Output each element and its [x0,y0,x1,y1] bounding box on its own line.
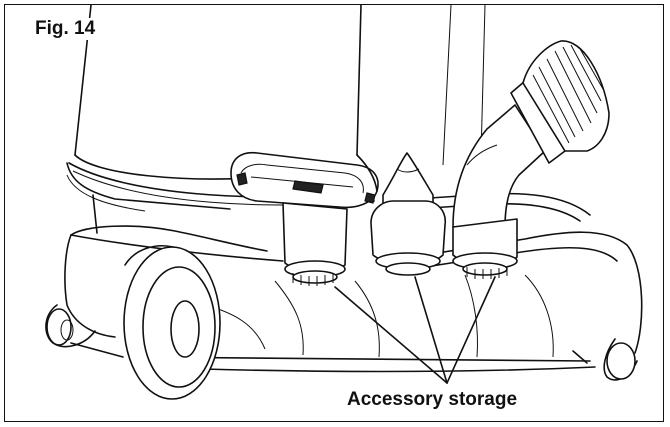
leader-centre [414,276,448,384]
vacuum-cleaner-drawing [45,5,643,400]
leader-right [446,276,496,384]
dusting-brush [452,40,610,228]
left-holder-post [282,202,348,286]
rear-wheel-right [572,338,638,381]
right-holder-post [452,218,518,279]
figure-frame: Fig. 14 Accessory storage [4,4,664,422]
leader-left [334,286,448,384]
figure-label: Fig. 14 [33,18,98,40]
rear-wheel-left [45,304,124,358]
front-wheel [123,245,221,400]
callout-leaders [334,276,496,384]
callout-label: Accessory storage [347,389,518,410]
upholstery-nozzle [230,151,379,209]
centre-cone-holder [370,152,447,276]
